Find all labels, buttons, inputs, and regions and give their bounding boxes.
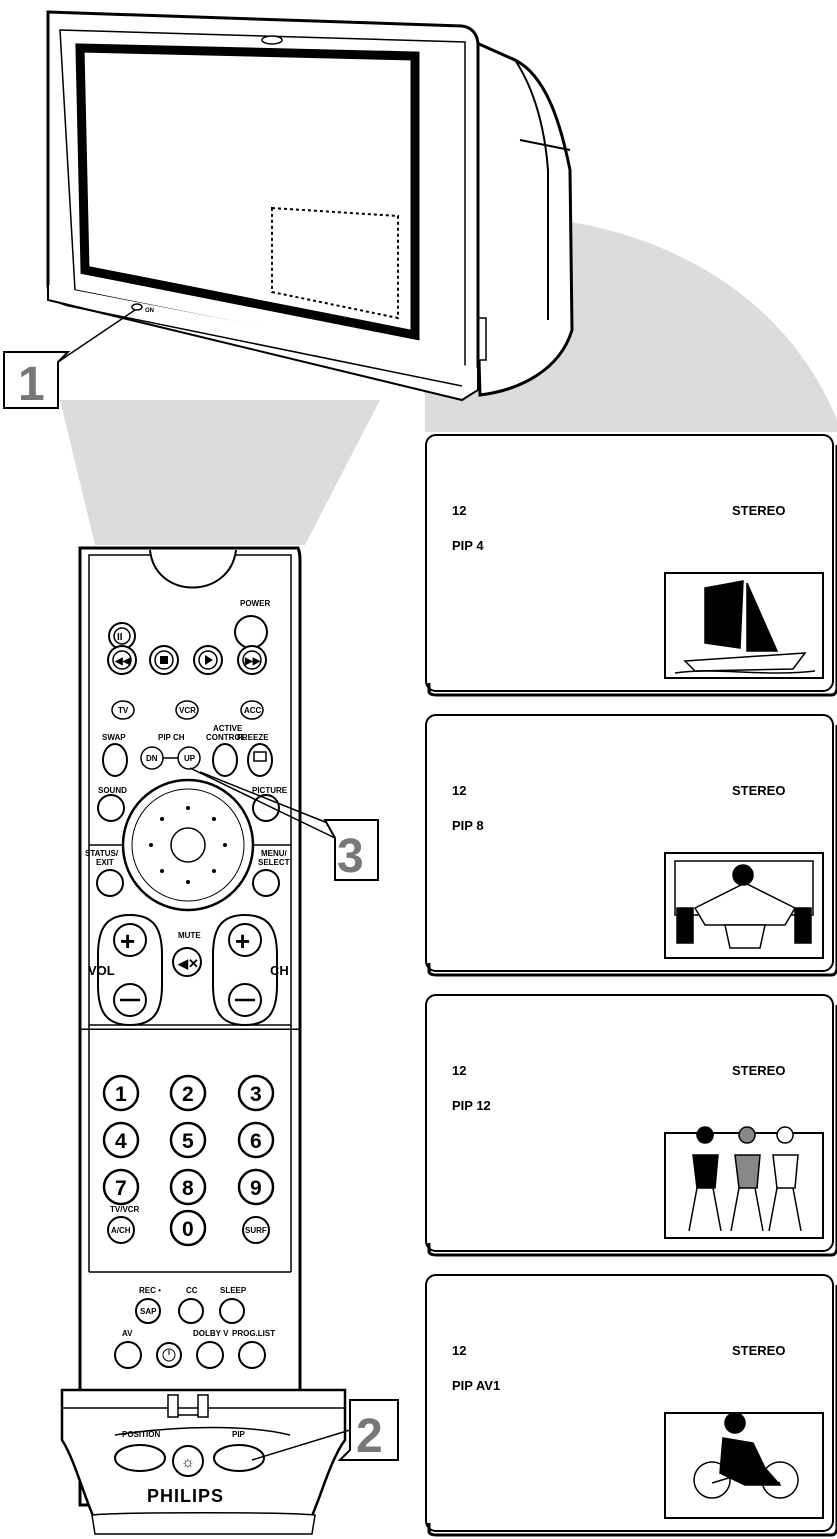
audio-mode: STEREO xyxy=(732,783,785,798)
brand-logo: PHILIPS xyxy=(147,1486,224,1506)
menu-select-button[interactable] xyxy=(253,870,279,896)
callout-1: 1 xyxy=(18,358,45,411)
light-icon: ☼ xyxy=(181,1454,195,1471)
fast-forward-icon: ▶▶ xyxy=(244,656,262,667)
tv-label: TV xyxy=(118,706,129,715)
picture-label: PICTURE xyxy=(252,786,288,795)
sleep-label: SLEEP xyxy=(220,1286,247,1295)
audio-mode: STEREO xyxy=(732,1343,785,1358)
vol-label: VOL xyxy=(88,963,115,978)
pip-source: PIP 12 xyxy=(452,1098,491,1113)
ok-button[interactable] xyxy=(171,828,205,862)
freeze-label: FREEZE xyxy=(237,733,269,742)
status-label: STATUS/ xyxy=(85,849,119,858)
menu-label: MENU/ xyxy=(261,849,288,858)
digit-5-label: 5 xyxy=(182,1130,194,1153)
acc-label: ACC xyxy=(244,706,262,715)
dolby-label: DOLBY V xyxy=(193,1329,229,1338)
osd-panel: 12 STEREO PIP 4 xyxy=(426,435,837,695)
swap-button[interactable] xyxy=(103,744,127,776)
remote-control: POWER II ◀◀ ▶▶ TV VCR ACC SWAP PIP CH AC… xyxy=(80,548,300,1030)
cc-button[interactable] xyxy=(179,1299,203,1323)
ach-label: A/CH xyxy=(111,1226,131,1235)
digit-3-label: 3 xyxy=(250,1083,262,1106)
cc-label: CC xyxy=(186,1286,198,1295)
plus-icon: + xyxy=(120,926,135,956)
select-label: SELECT xyxy=(258,858,290,867)
pause-icon: II xyxy=(117,632,123,643)
callout-2: 2 xyxy=(356,1410,383,1463)
audio-mode: STEREO xyxy=(732,1063,785,1078)
mute-icon: ◀✕ xyxy=(177,956,199,971)
osd-panel: 12 STEREO PIP 8 xyxy=(426,715,837,975)
television: ON xyxy=(48,12,572,400)
active-label: ACTIVE xyxy=(213,724,243,733)
mute-label: MUTE xyxy=(178,931,201,940)
digit-7-label: 7 xyxy=(115,1177,127,1200)
pip-ch-label: PIP CH xyxy=(158,733,185,742)
dolby-button[interactable] xyxy=(197,1342,223,1368)
position-label: POSITION xyxy=(122,1430,160,1439)
remote-beam xyxy=(60,400,380,545)
tvvcr-label: TV/VCR xyxy=(110,1205,140,1214)
av-label: AV xyxy=(122,1329,133,1338)
vcr-label: VCR xyxy=(179,706,196,715)
pip-label: PIP xyxy=(232,1430,246,1439)
rec-label: REC • xyxy=(139,1286,161,1295)
digit-4-label: 4 xyxy=(115,1130,127,1153)
power-label: POWER xyxy=(240,599,270,608)
dn-label: DN xyxy=(146,754,158,763)
channel-number: 12 xyxy=(452,503,466,518)
remote-cradle: POSITION PIP ☼ PHILIPS xyxy=(62,1390,345,1534)
osd-panel: 12 STEREO PIP AV1 xyxy=(426,1275,837,1535)
digit-0-label: 0 xyxy=(182,1218,194,1241)
digit-keypad: 1 2 3 4 5 6 7 8 9 xyxy=(104,1076,273,1204)
freeze-icon xyxy=(254,752,266,761)
digit-9-label: 9 xyxy=(250,1177,262,1200)
plus-icon: + xyxy=(235,926,250,956)
digit-1-label: 1 xyxy=(115,1083,127,1106)
sleep-button[interactable] xyxy=(220,1299,244,1323)
svg-text:ON: ON xyxy=(145,308,154,314)
digit-6-label: 6 xyxy=(250,1130,262,1153)
sap-label: SAP xyxy=(140,1307,157,1316)
pip-source: PIP 8 xyxy=(452,818,484,833)
prog-list-label: PROG.LIST xyxy=(232,1329,275,1338)
audio-mode: STEREO xyxy=(732,503,785,518)
osd-panel: 12 STEREO PIP 12 xyxy=(426,995,837,1255)
digit-8-label: 8 xyxy=(182,1177,194,1200)
tv-power-button[interactable] xyxy=(132,304,142,310)
swap-label: SWAP xyxy=(102,733,126,742)
up-label: UP xyxy=(184,754,196,763)
av-button[interactable] xyxy=(115,1342,141,1368)
exit-label: EXIT xyxy=(96,858,114,867)
callout-3: 3 xyxy=(337,830,364,883)
pip-source: PIP AV1 xyxy=(452,1378,500,1393)
ch-label: CH xyxy=(270,963,289,978)
channel-number: 12 xyxy=(452,783,466,798)
sound-button[interactable] xyxy=(98,795,124,821)
channel-number: 12 xyxy=(452,1063,466,1078)
rewind-icon: ◀◀ xyxy=(114,656,131,667)
stop-icon xyxy=(160,656,168,664)
channel-number: 12 xyxy=(452,1343,466,1358)
pip-source: PIP 4 xyxy=(452,538,484,553)
active-control-button[interactable] xyxy=(213,744,237,776)
power-button[interactable] xyxy=(235,616,267,648)
prog-list-button[interactable] xyxy=(239,1342,265,1368)
sound-label: SOUND xyxy=(98,786,127,795)
digit-2-label: 2 xyxy=(182,1083,194,1106)
surf-label: SURF xyxy=(245,1226,267,1235)
position-button[interactable] xyxy=(115,1445,165,1471)
status-exit-button[interactable] xyxy=(97,870,123,896)
